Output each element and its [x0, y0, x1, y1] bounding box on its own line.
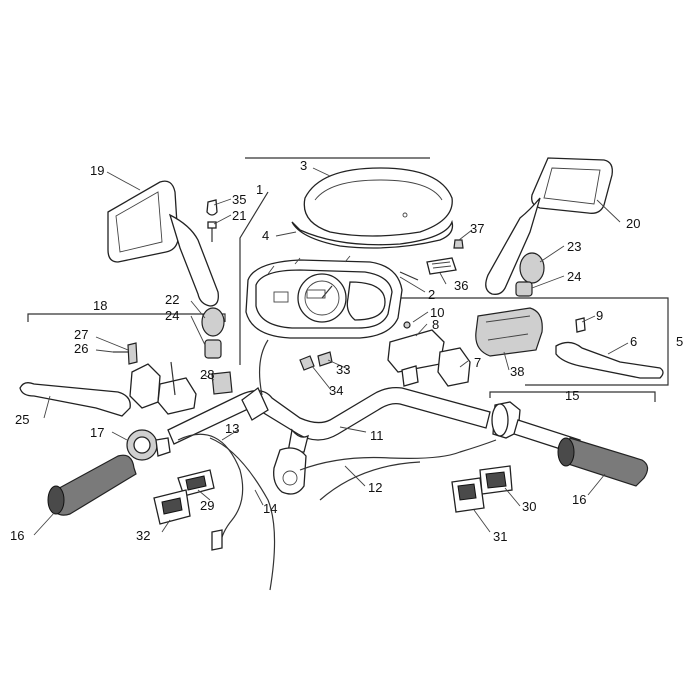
callout-24-left: 24	[165, 308, 179, 323]
handlebar	[167, 386, 491, 453]
callout-29: 29	[200, 498, 214, 513]
callout-24-right: 24	[567, 269, 581, 284]
left-grip	[47, 454, 137, 516]
callout-38: 38	[510, 364, 524, 379]
callout-28: 28	[200, 367, 214, 382]
instrument-gasket	[291, 219, 454, 249]
callout-6: 6	[630, 334, 637, 349]
callout-3: 3	[300, 158, 307, 173]
right-mirror	[485, 157, 613, 295]
callout-16-left: 16	[10, 528, 24, 543]
callout-33: 33	[336, 362, 350, 377]
callout-10: 10	[430, 305, 444, 320]
callout-15: 15	[565, 388, 579, 403]
callout-18: 18	[93, 298, 107, 313]
callout-9: 9	[596, 308, 603, 323]
callout-2: 2	[428, 287, 435, 302]
left-switches	[153, 469, 215, 525]
callout-4: 4	[262, 228, 269, 243]
callout-36: 36	[454, 278, 468, 293]
callout-11: 11	[370, 428, 384, 443]
callout-37: 37	[470, 221, 484, 236]
callout-12: 12	[368, 480, 382, 495]
left-switch-housing	[126, 429, 171, 461]
callout-23: 23	[567, 239, 581, 254]
callout-labels: 1 2 3 4 5 6 7 8 9 10 11 12 13 14 15 16 1…	[10, 158, 683, 544]
mirror-screws-left	[206, 199, 218, 242]
right-lever	[555, 317, 664, 379]
callout-8: 8	[432, 317, 439, 332]
callout-5: 5	[676, 334, 683, 349]
right-switches	[451, 465, 513, 513]
callout-7: 7	[474, 355, 481, 370]
callout-32: 32	[136, 528, 150, 543]
callout-25: 25	[15, 412, 29, 427]
callout-31: 31	[493, 529, 507, 544]
callout-17: 17	[90, 425, 104, 440]
right-brake-pump	[387, 321, 471, 387]
callout-13: 13	[225, 421, 239, 436]
left-mirror	[107, 180, 219, 307]
cables	[177, 339, 497, 591]
left-lever	[19, 382, 131, 417]
reservoir-cover	[475, 307, 543, 357]
instrument-cover	[303, 167, 453, 237]
callout-1: 1	[256, 182, 263, 197]
group-brackets	[27, 157, 669, 402]
callout-26: 26	[74, 341, 88, 356]
mirror-bushings-right	[515, 252, 545, 297]
callout-16-right: 16	[572, 492, 586, 507]
steering-clamp	[273, 447, 307, 495]
callout-19: 19	[90, 163, 104, 178]
left-lever-mount	[113, 342, 233, 415]
leader-lines	[33, 167, 629, 536]
callout-14: 14	[263, 501, 277, 516]
callout-30: 30	[522, 499, 536, 514]
right-grip	[557, 437, 649, 487]
callout-20: 20	[626, 216, 640, 231]
callout-21: 21	[232, 208, 246, 223]
instrument-cluster	[245, 255, 403, 339]
callout-27: 27	[74, 327, 88, 342]
callout-34: 34	[329, 383, 343, 398]
callout-35: 35	[232, 192, 246, 207]
callout-22: 22	[165, 292, 179, 307]
mirror-bushings-left	[201, 307, 225, 359]
